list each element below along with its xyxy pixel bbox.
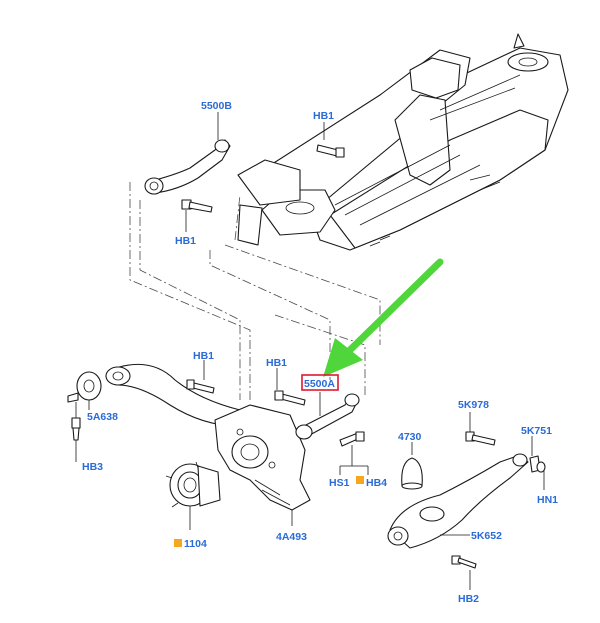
nut-5K751 [529, 436, 546, 490]
label-hb2: HB2 [458, 593, 479, 605]
bolt-5K978 [465, 412, 496, 446]
marker-hb4 [356, 476, 364, 484]
bolt-hs1-hb4 [339, 431, 369, 475]
bolt-hb1-right [274, 368, 306, 406]
label-5K652: 5K652 [471, 530, 502, 542]
label-5K751: 5K751 [521, 425, 552, 437]
label-hb1-top: HB1 [313, 110, 334, 122]
bolt-hb1-top [316, 122, 345, 158]
dashed-connections [129, 182, 381, 400]
label-hb1-right: HB1 [266, 357, 287, 369]
label-5500B: 5500B [201, 100, 232, 112]
lower-arm-5K652 [387, 453, 529, 549]
label-hb1-left: HB1 [175, 235, 196, 247]
label-hn1: HN1 [537, 494, 558, 506]
label-5A638: 5A638 [87, 411, 118, 423]
label-1104: 1104 [184, 538, 207, 550]
label-5K978: 5K978 [458, 399, 489, 411]
label-hs1: HS1 [329, 477, 350, 489]
upper-arm-5500B [144, 112, 231, 195]
bump-stop-4730 [401, 442, 423, 490]
link-5500A [295, 392, 360, 440]
label-hb4: HB4 [366, 477, 387, 489]
trailing-arm [105, 363, 251, 427]
label-hb3: HB3 [82, 461, 103, 473]
label-4A493: 4A493 [276, 531, 307, 543]
subframe [237, 33, 569, 251]
label-5500A: 5500A [304, 378, 335, 390]
bushing-5A638 [67, 371, 102, 410]
marker-1104 [174, 539, 182, 547]
hub-1104 [165, 461, 221, 530]
highlight-box-5500A [301, 374, 339, 391]
label-hb1-mid: HB1 [193, 350, 214, 362]
bolt-hb1-mid [186, 360, 215, 394]
bolt-hb1-left [181, 199, 213, 232]
bolt-hb3 [71, 402, 81, 462]
knuckle-4A493 [214, 404, 311, 526]
green-arrow [323, 258, 444, 377]
bolt-hb2 [451, 555, 477, 590]
label-4730: 4730 [398, 431, 422, 443]
